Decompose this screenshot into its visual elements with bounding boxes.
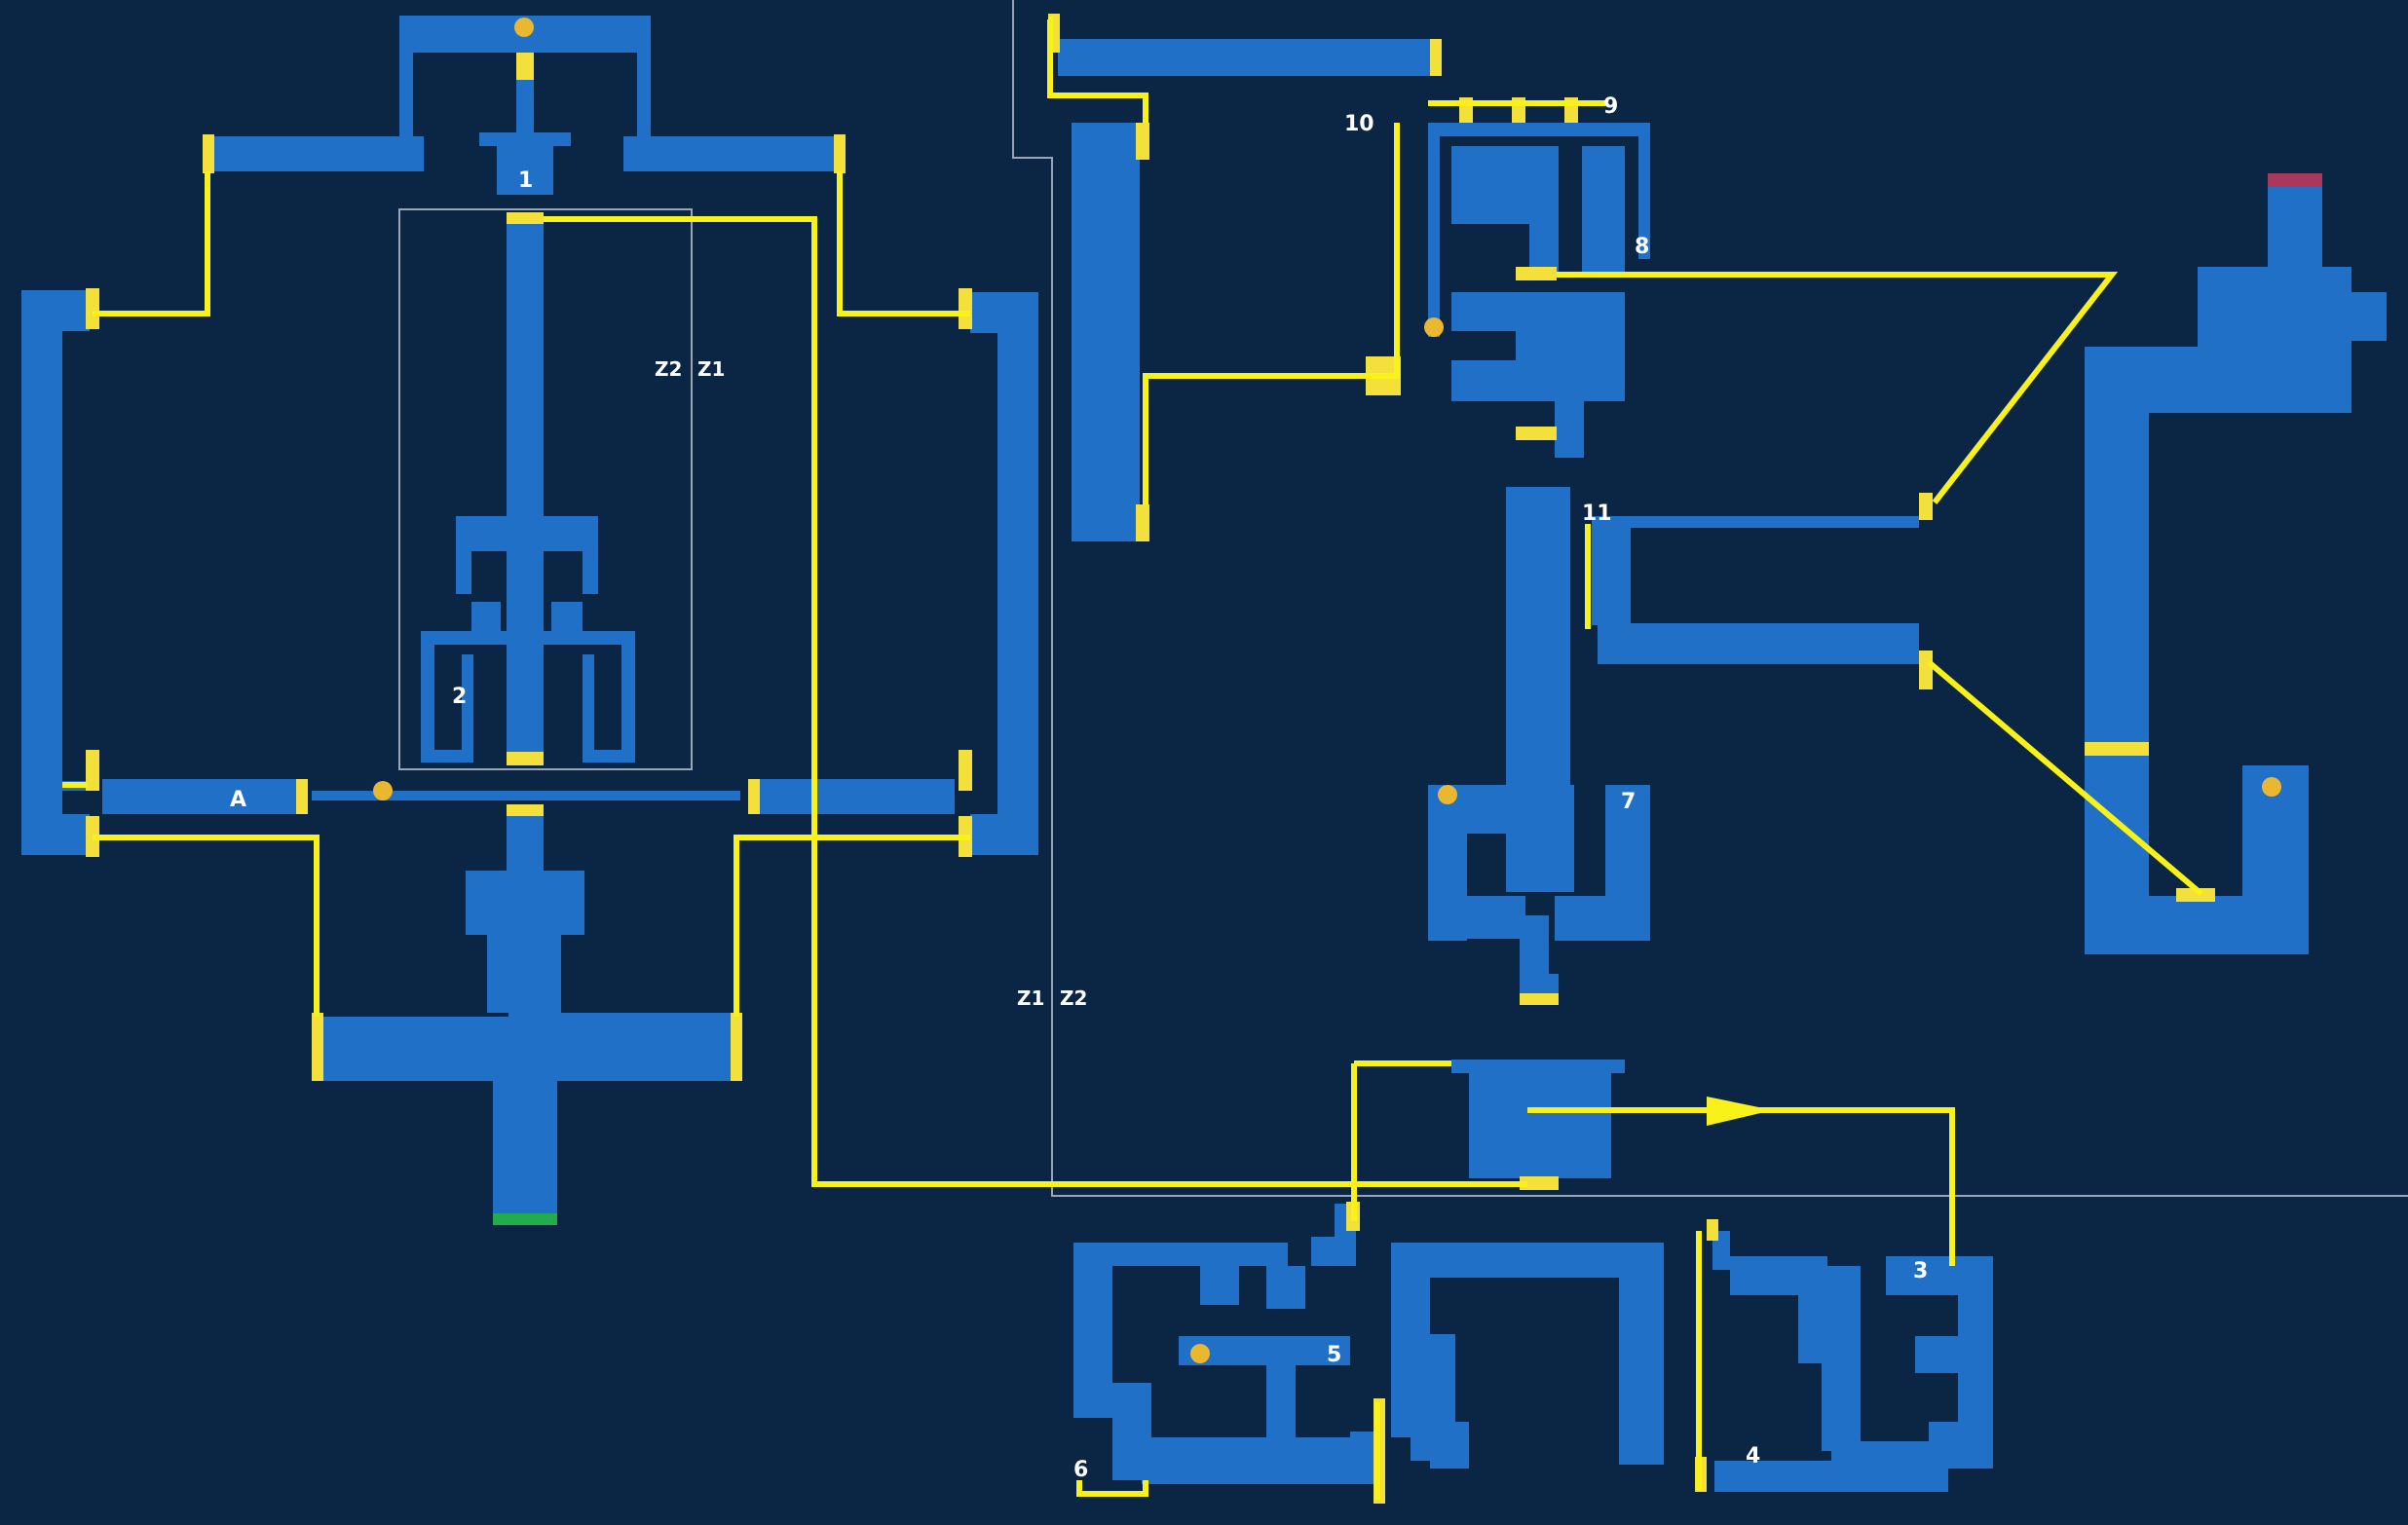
zone-label-mid-a: Z1 [1017, 986, 1044, 1010]
label-5: 5 [1327, 1343, 1341, 1367]
label-7: 7 [1621, 790, 1636, 814]
treasure-orb-icon [1438, 785, 1457, 804]
zone-label-mid-b: Z2 [1060, 986, 1087, 1010]
label-11: 11 [1582, 502, 1612, 526]
lower-right-rooms [1073, 1204, 1993, 1492]
zone-label-left-a: Z2 [655, 357, 682, 381]
zone-box-left [398, 208, 693, 770]
label-4: 4 [1746, 1444, 1760, 1469]
zone-border-right [1012, 0, 2408, 1197]
item-markers [373, 18, 2281, 1363]
yellow-connectors [62, 17, 2203, 1500]
zone-label-left-b: Z1 [697, 357, 725, 381]
treasure-orb-icon [1190, 1344, 1210, 1363]
label-6: 6 [1073, 1458, 1088, 1482]
zone-labels: Z2 Z1 Z1 Z2 [655, 357, 1087, 1010]
left-complex-rooms [21, 16, 1038, 1225]
label-10: 10 [1344, 112, 1374, 136]
treasure-orb-icon [1424, 317, 1444, 337]
region-labels: 1 2 3 4 5 6 7 8 9 10 11 A [230, 94, 1928, 1482]
direction-arrow [1707, 1097, 1773, 1126]
boss-door [2268, 173, 2322, 187]
treasure-orb-icon [2262, 777, 2281, 797]
label-9: 9 [1603, 94, 1618, 119]
upper-right-rooms [1058, 39, 2387, 1178]
treasure-orb-icon [514, 18, 534, 37]
label-3: 3 [1913, 1259, 1928, 1283]
zone-borders [398, 0, 2408, 1197]
save-station-exit [493, 1213, 557, 1225]
label-1: 1 [518, 168, 533, 193]
label-a: A [230, 788, 246, 812]
label-2: 2 [452, 685, 467, 709]
treasure-orb-icon [373, 781, 393, 800]
label-8: 8 [1635, 235, 1649, 259]
left-complex-doors [86, 53, 972, 1081]
